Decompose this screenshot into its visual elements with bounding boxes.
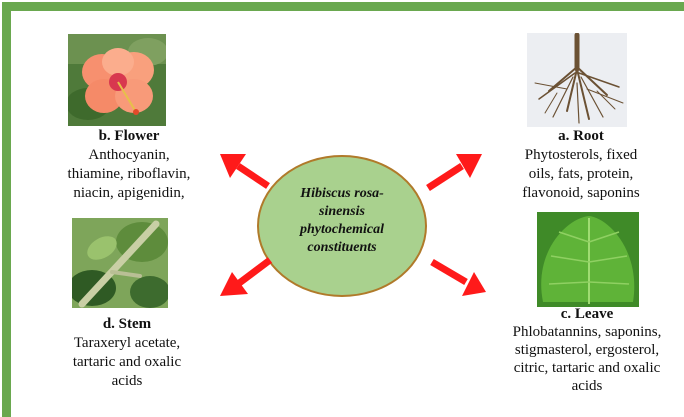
stem-text-line2: tartaric and oxalic bbox=[52, 353, 202, 372]
root-text-line2: oils, fats, protein, bbox=[506, 165, 656, 184]
root-text-line1: Phytosterols, fixed bbox=[506, 146, 656, 165]
root-title: a. Root bbox=[506, 127, 656, 146]
root-text-line3: flavonoid, saponins bbox=[506, 184, 656, 203]
center-label-line2: sinensis bbox=[262, 203, 422, 221]
center-label-line3: phytochemical bbox=[262, 221, 422, 239]
leave-text-line4: acids bbox=[492, 377, 682, 395]
leave-title: c. Leave bbox=[492, 305, 682, 323]
leave-text-line2: stigmasterol, ergosterol, bbox=[492, 341, 682, 359]
center-label-line4: constituents bbox=[262, 239, 422, 257]
arrow-to-leave bbox=[432, 262, 486, 296]
flower-text-line3: niacin, apigenidin, bbox=[48, 184, 210, 203]
stem-text-line1: Taraxeryl acetate, bbox=[52, 334, 202, 353]
flower-text-line1: Anthocyanin, bbox=[48, 146, 210, 165]
flower-title: b. Flower bbox=[48, 127, 210, 146]
arrow-to-stem bbox=[220, 260, 270, 296]
leave-text-line1: Phlobatannins, saponins, bbox=[492, 323, 682, 341]
flower-caption: b. Flower Anthocyanin, thiamine, ribofla… bbox=[48, 127, 210, 203]
leave-caption: c. Leave Phlobatannins, saponins, stigma… bbox=[492, 305, 682, 395]
stem-title: d. Stem bbox=[52, 315, 202, 334]
center-label: Hibiscus rosa- sinensis phytochemical co… bbox=[262, 185, 422, 257]
stem-caption: d. Stem Taraxeryl acetate, tartaric and … bbox=[52, 315, 202, 391]
leave-text-line3: citric, tartaric and oxalic bbox=[492, 359, 682, 377]
flower-text-line2: thiamine, riboflavin, bbox=[48, 165, 210, 184]
center-label-line1: Hibiscus rosa- bbox=[262, 185, 422, 203]
stem-text-line3: acids bbox=[52, 372, 202, 391]
root-caption: a. Root Phytosterols, fixed oils, fats, … bbox=[506, 127, 656, 203]
arrow-to-flower bbox=[220, 154, 268, 186]
arrow-to-root bbox=[428, 154, 482, 188]
